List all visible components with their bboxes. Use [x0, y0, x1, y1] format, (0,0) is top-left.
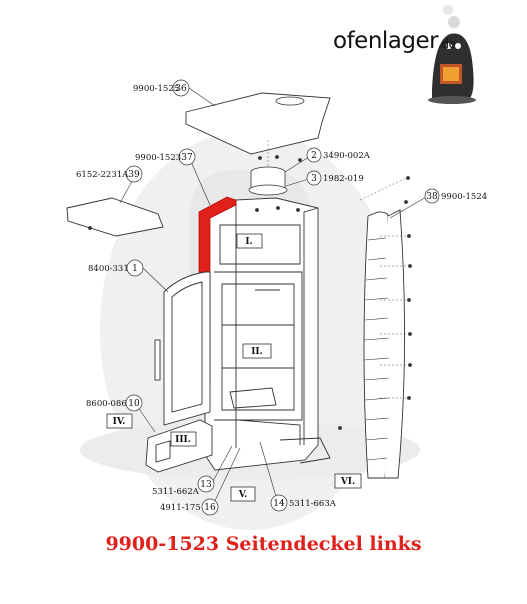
part-code: 8600-086	[86, 399, 127, 409]
detail-label: III.	[175, 435, 191, 445]
callout-circles	[125, 79, 440, 516]
detail-boxes	[106, 233, 362, 502]
detail-label: IV.	[113, 417, 126, 427]
part-code: 5311-663A	[289, 499, 337, 509]
mascot-logo	[428, 5, 476, 104]
guide-lines	[267, 140, 410, 399]
detail-label: I.	[245, 237, 252, 247]
callout-number: 14	[273, 499, 285, 509]
part-code: 1982-019	[323, 174, 364, 184]
callout-number: 37	[181, 153, 193, 163]
cladding-ribs	[363, 237, 390, 461]
callout-number: 10	[128, 399, 140, 409]
detail-label: II.	[251, 347, 263, 357]
part-code: 4911-175	[160, 503, 201, 513]
part-code: 9900-1523	[135, 153, 181, 163]
flue-collar	[248, 166, 288, 196]
part-code: 6152-2231A	[76, 170, 129, 180]
callout-number: 3	[311, 174, 317, 184]
detail-label: VI.	[340, 477, 355, 487]
callout-number: 1	[132, 264, 138, 274]
callout-number: 2	[311, 151, 317, 161]
callout-number: 36	[175, 84, 187, 94]
callout-number: 16	[204, 503, 216, 513]
side-cladding-right	[363, 209, 405, 479]
part-code: 8400-331	[88, 264, 129, 274]
part-code: 9900-1525	[133, 84, 179, 94]
callout-number: 39	[128, 170, 140, 180]
brand-name: ofenlager	[333, 28, 439, 54]
part-caption: 9900-1523 Seitendeckel links	[105, 533, 422, 555]
stove-door	[154, 271, 211, 426]
callout-number: 13	[200, 480, 212, 490]
callout-number: 38	[426, 192, 438, 202]
top-cover-plate	[185, 92, 331, 155]
part-code: 3490-002A	[323, 151, 371, 161]
stove-body	[204, 197, 331, 471]
brand-logo: ofenlager.de	[333, 28, 456, 54]
part-code: 9900-1524	[441, 192, 487, 202]
detail-label: V.	[238, 490, 248, 500]
brand-suffix: .de	[438, 37, 456, 51]
part-code: 5311-662A	[152, 487, 200, 497]
